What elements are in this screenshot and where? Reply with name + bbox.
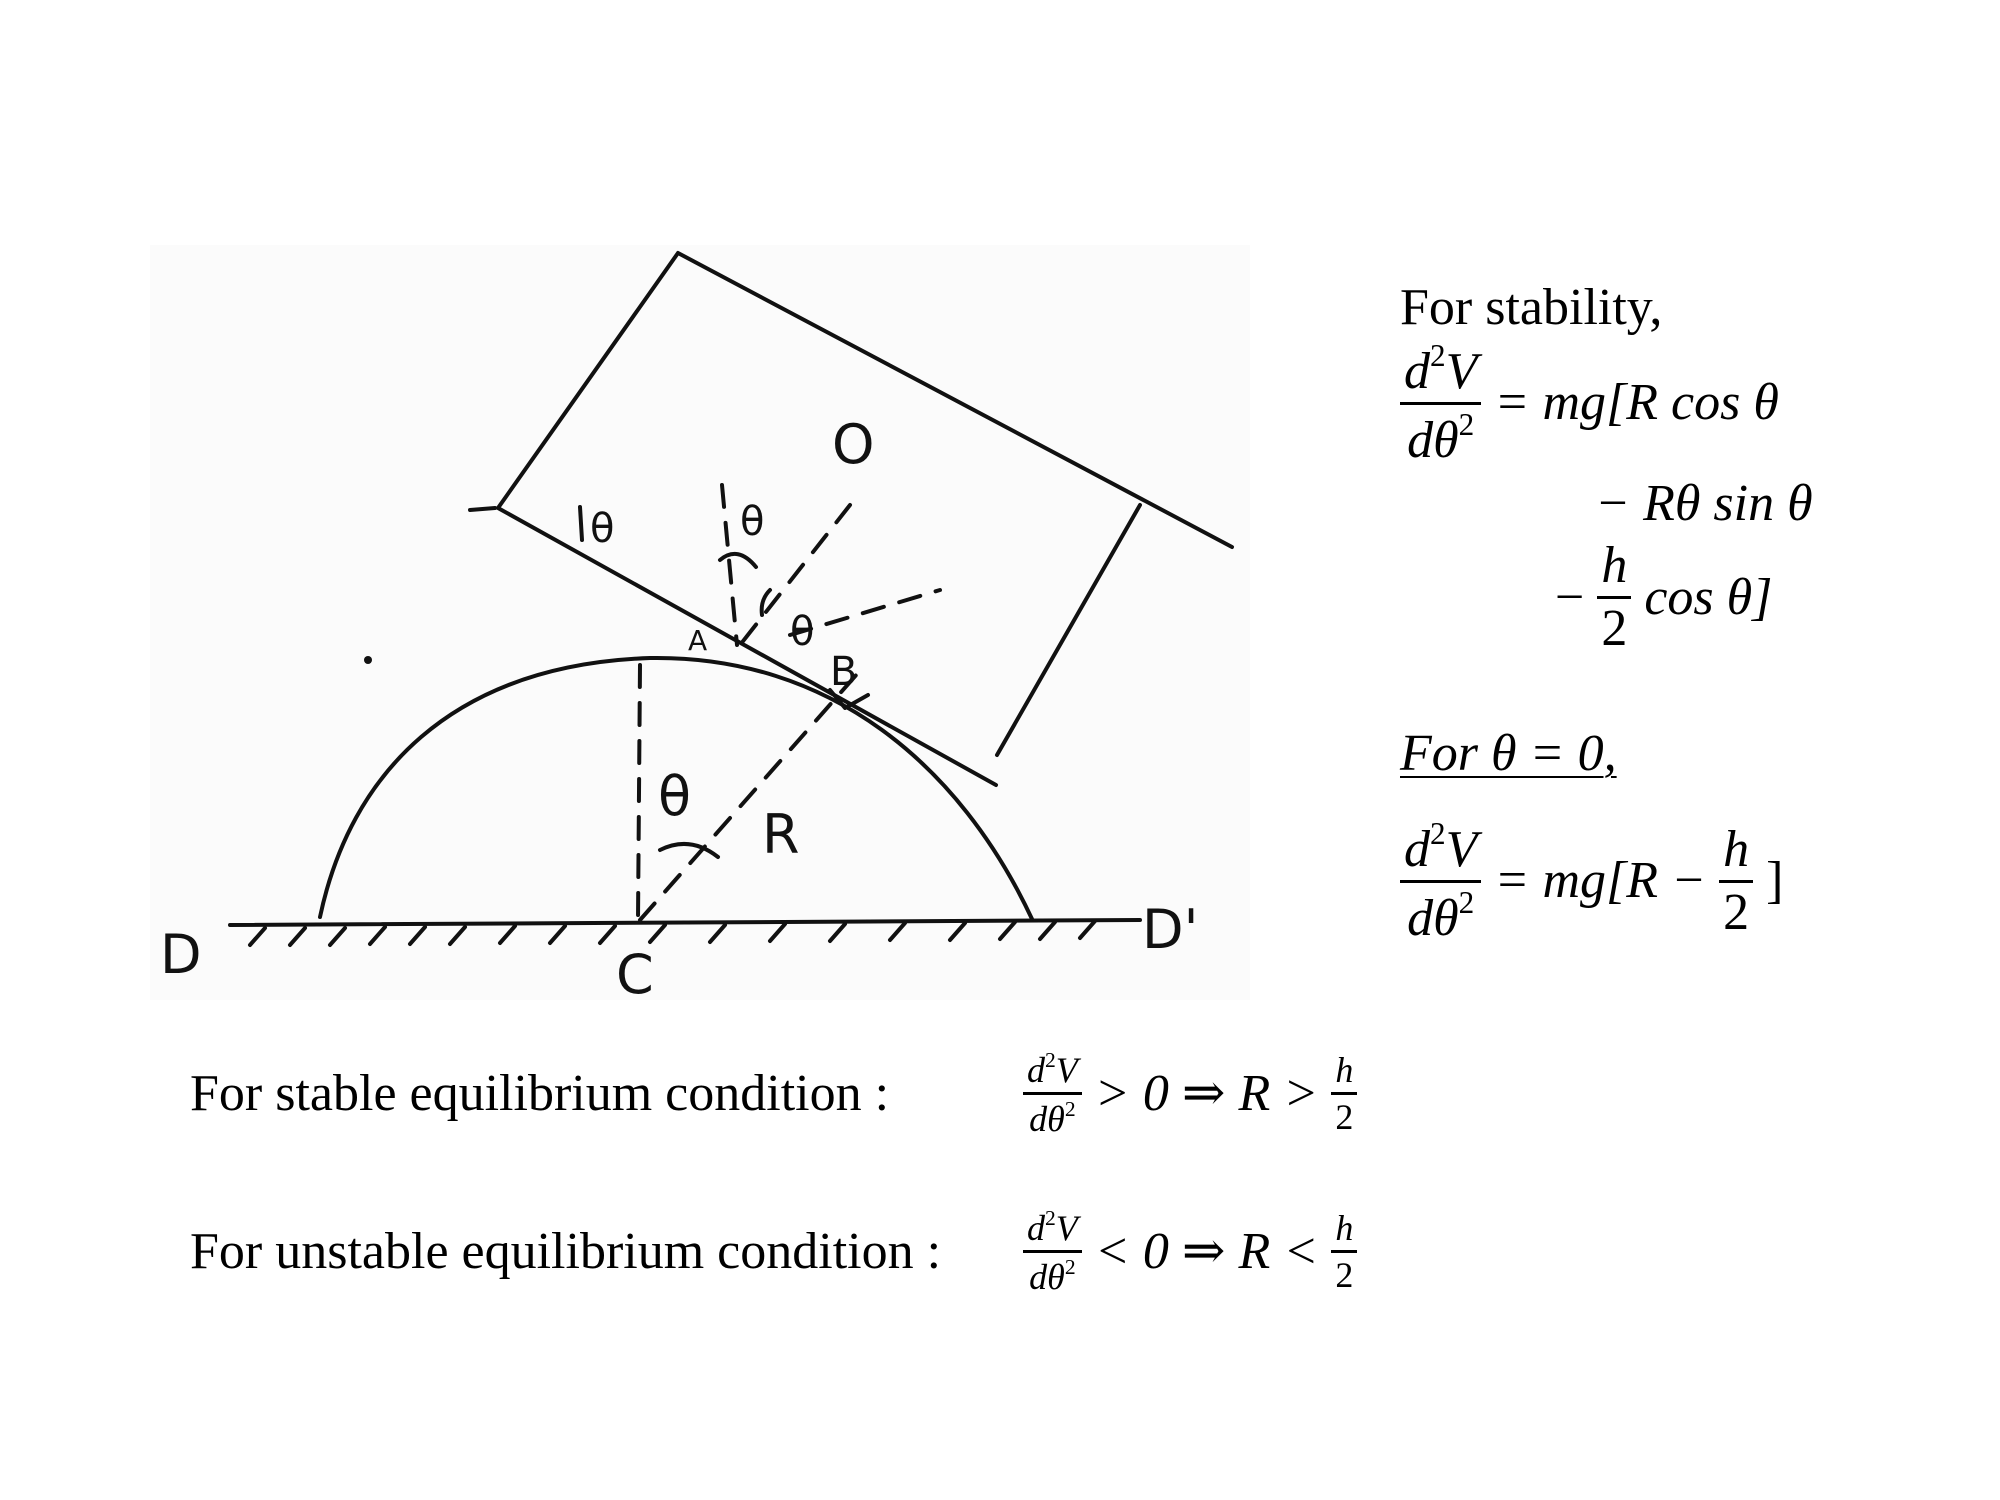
h-over-2-fraction: h 2	[1597, 540, 1632, 655]
angle-arc-upper	[718, 551, 758, 569]
line1-rhs: = mg[R cos θ	[1494, 374, 1779, 432]
stability-heading: For stability,	[1400, 279, 1663, 336]
label-theta-lower: θ	[658, 765, 691, 828]
stable-relation: > 0 ⇒ R >	[1094, 1064, 1319, 1122]
label-radius: R	[762, 803, 800, 866]
d2v-fraction-zero: d2V dθ2	[1400, 818, 1482, 945]
stable-h-over-2: h 2	[1331, 1052, 1358, 1135]
unstable-relation: < 0 ⇒ R <	[1094, 1222, 1319, 1280]
label-theta-at-b: θ	[790, 609, 814, 655]
stable-condition-row: For stable equilibrium condition : d2V d…	[190, 1049, 1358, 1137]
label-point-d-right: D'	[1142, 898, 1198, 961]
unstable-condition-row: For unstable equilibrium condition : d2V…	[190, 1207, 1358, 1295]
angle-arc-b	[759, 588, 772, 617]
reference-dot	[364, 656, 372, 664]
stable-condition-text: For stable equilibrium condition :	[190, 1064, 890, 1122]
label-point-o: O	[832, 413, 875, 476]
label-point-b: B	[830, 649, 857, 695]
second-derivative-expression: d2V dθ2 = mg[R cos θ	[1400, 340, 1779, 467]
angle-arc-lower	[658, 841, 720, 859]
unstable-d2v-fraction: d2V dθ2	[1023, 1207, 1082, 1295]
stable-d2v-fraction: d2V dθ2	[1023, 1049, 1082, 1137]
construction-lines	[636, 483, 942, 922]
theta-zero-expression: d2V dθ2 = mg[R − h 2 ]	[1400, 818, 1783, 945]
unstable-h-over-2: h 2	[1331, 1210, 1358, 1293]
hemisphere-arc	[318, 655, 1034, 921]
ground-hatching	[248, 919, 1097, 947]
theta-zero-heading: For θ = 0,	[1400, 725, 1617, 782]
label-point-d-left: D	[160, 923, 202, 986]
h-over-2-fraction-zero: h 2	[1719, 823, 1754, 939]
angle-arc-left	[578, 505, 584, 542]
label-point-c: C	[616, 943, 654, 1000]
line3-term: − h 2 cos θ]	[1555, 537, 1773, 657]
block-edge-tick	[468, 506, 497, 512]
equilibrium-diagram: O θ θ A θ B θ R C D D'	[150, 245, 1250, 1000]
label-theta-upper-left: θ	[590, 506, 614, 552]
ground-line	[228, 918, 1142, 927]
d2v-fraction: d2V dθ2	[1400, 340, 1482, 467]
line2-term: − Rθ sin θ	[1595, 475, 1813, 532]
unstable-condition-text: For unstable equilibrium condition :	[190, 1222, 942, 1280]
label-point-a: A	[688, 624, 707, 657]
label-theta-upper-center: θ	[740, 499, 764, 545]
right-angle-marker	[828, 688, 870, 710]
